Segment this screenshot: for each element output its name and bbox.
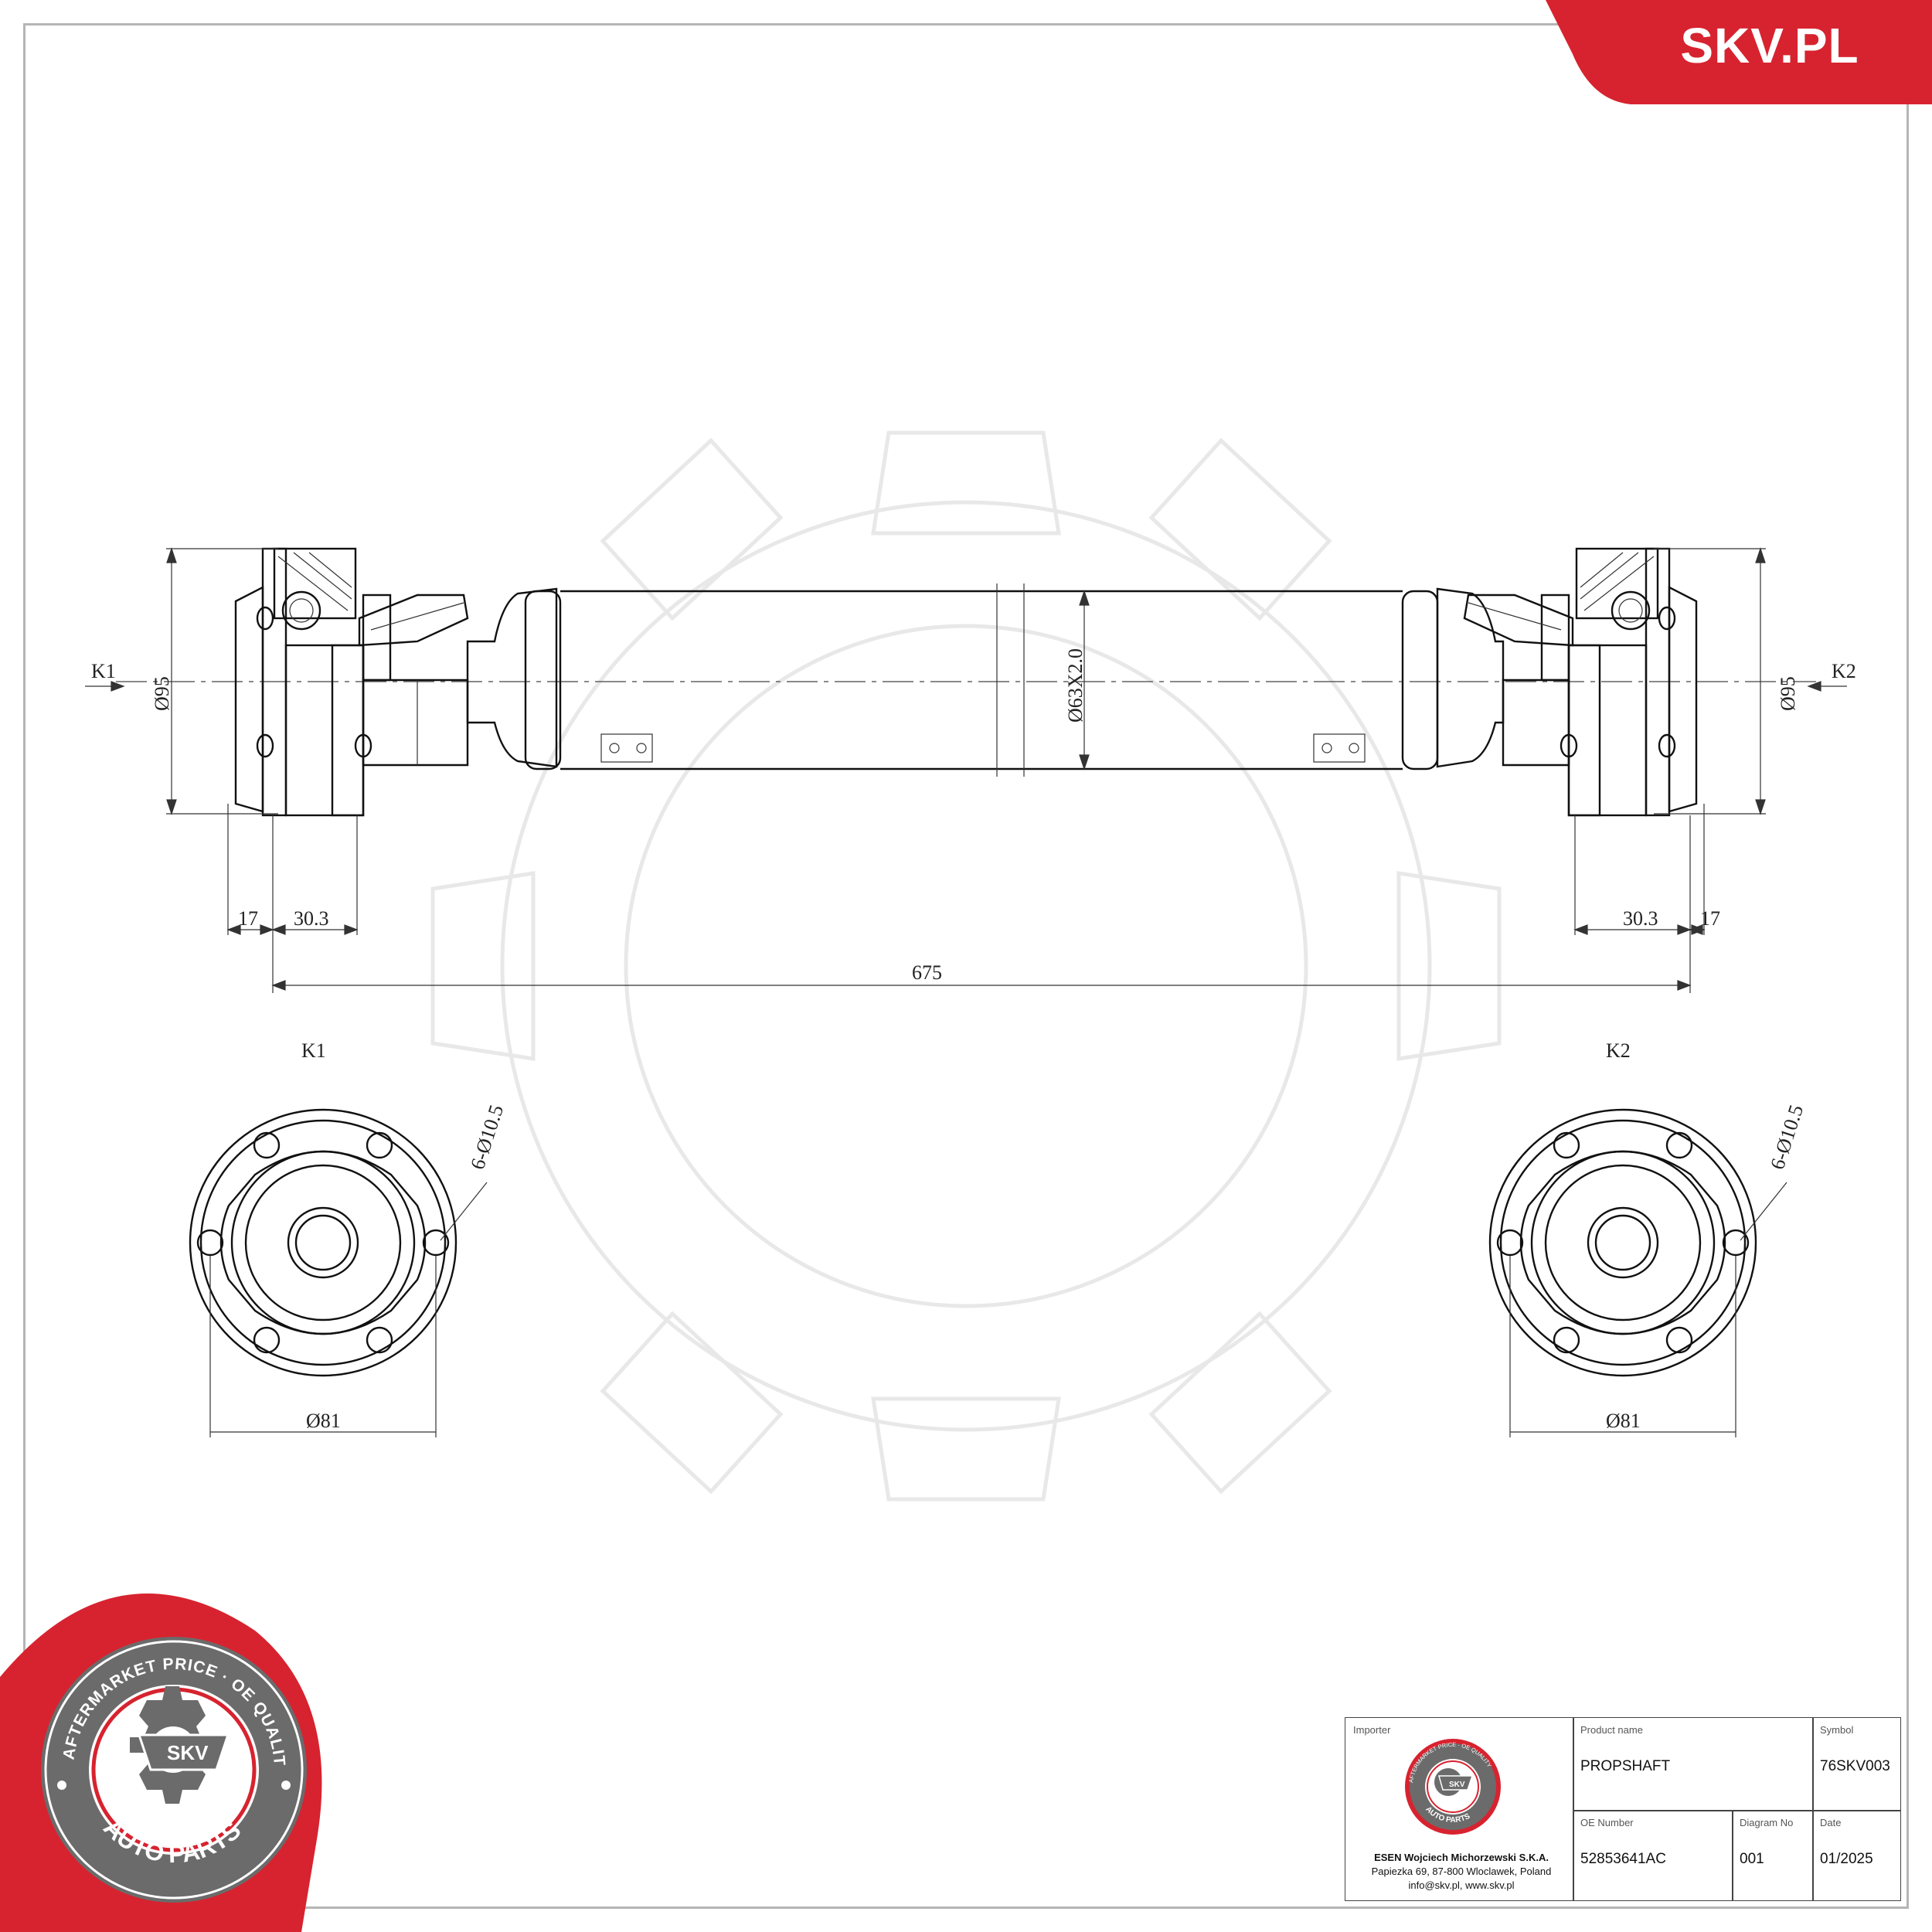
oe-number-label: OE Number xyxy=(1580,1817,1634,1828)
diagram-no-label: Diagram No xyxy=(1740,1817,1794,1828)
oe-number-value: 52853641AC xyxy=(1580,1851,1666,1867)
stamp-ring-text: AFTERMARKET PRICE · OE QUALITY xyxy=(0,0,288,1767)
bolt-circle-left-label: Ø81 xyxy=(306,1410,341,1432)
bolt-holes-left-label: 6-Ø10.5 xyxy=(466,1102,508,1172)
drawing-frame xyxy=(23,23,1909,1909)
date-value: 01/2025 xyxy=(1820,1851,1873,1867)
title-block: Importer ESEN Wojciech Michorzewski S.K.… xyxy=(1345,1717,1901,1901)
k2-view-label: K2 xyxy=(1606,1039,1631,1062)
importer-contact: info@skv.pl, www.skv.pl xyxy=(1408,1879,1515,1891)
end-view-k1 xyxy=(189,1108,488,1437)
importer-company: ESEN Wojciech Michorzewski S.K.A. xyxy=(1374,1852,1549,1863)
right-stub xyxy=(1436,587,1505,768)
importer-address-block: ESEN Wojciech Michorzewski S.K.A. Papiez… xyxy=(1345,1851,1577,1893)
dimension-lines xyxy=(85,547,1847,993)
propshaft-side-view xyxy=(116,547,1816,817)
left-stub xyxy=(466,587,558,768)
flange-width-left-label: 30.3 xyxy=(294,907,329,930)
overall-length-label: 675 xyxy=(912,961,942,984)
importer-label: Importer xyxy=(1353,1724,1391,1736)
k1-view-label: K1 xyxy=(301,1039,326,1062)
brand-corner xyxy=(1546,0,1932,104)
bolt-circle-right-label: Ø81 xyxy=(1606,1410,1641,1432)
product-name-value: PROPSHAFT xyxy=(1580,1758,1671,1774)
symbol-value: 76SKV003 xyxy=(1820,1758,1890,1774)
flange-diameter-right: Ø95 xyxy=(1777,676,1799,711)
offset-right-label: 17 xyxy=(1700,907,1720,930)
diagram-no-value: 001 xyxy=(1740,1851,1764,1867)
small-stamp-center: SKV xyxy=(1449,1781,1465,1789)
flange-width-right-label: 30.3 xyxy=(1623,907,1658,930)
date-label: Date xyxy=(1820,1817,1842,1828)
importer-street: Papiezka 69, 87-800 Wloclawek, Poland xyxy=(1371,1866,1552,1877)
tube xyxy=(524,583,1439,777)
watermark-gear xyxy=(430,430,1502,1502)
stamp-center-text: SKV xyxy=(167,1741,209,1764)
k1-label: K1 xyxy=(91,660,116,682)
brand-logo-text: SKV.PL xyxy=(1680,18,1859,73)
skv-stamp: SKV AFTERMARKET PRICE · OE QUALITY AUTO … xyxy=(0,0,322,1932)
title-block-stamp: SKV AFTERMARKET PRICE · OE QUALITY AUTO … xyxy=(1405,1739,1501,1835)
left-flange xyxy=(234,547,469,817)
offset-left-label: 17 xyxy=(238,907,258,930)
tube-spec-label: Ø63X2.0 xyxy=(1064,648,1087,723)
flange-diameter-left: Ø95 xyxy=(151,676,173,711)
symbol-label: Symbol xyxy=(1820,1724,1854,1736)
k2-label: K2 xyxy=(1832,660,1856,682)
end-view-k2 xyxy=(1488,1108,1787,1437)
product-name-label: Product name xyxy=(1580,1724,1643,1736)
bolt-holes-right-label: 6-Ø10.5 xyxy=(1766,1102,1808,1172)
